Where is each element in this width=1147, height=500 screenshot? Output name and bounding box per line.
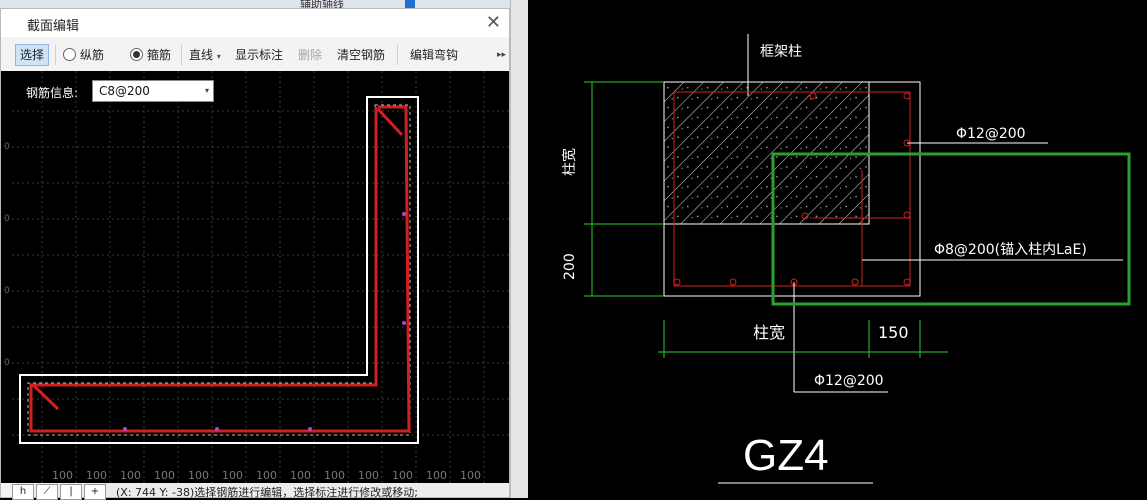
column-label: 框架柱 [760,44,802,60]
longitudinal-radio[interactable]: 纵筋 [63,45,104,65]
canvas-grid [12,71,509,483]
grid-tick-label: 100 [392,469,413,482]
overflow-chevron-icon[interactable]: ▸▸ [497,50,507,60]
grid-tick-label: 100 [290,469,311,482]
ruler-tick: 0 [4,214,10,224]
stirrup-hook[interactable] [376,107,404,137]
vertical-dimension [584,81,664,297]
window-divider [510,0,529,498]
stirrup-rebar[interactable] [29,105,411,433]
rebar-info-select[interactable]: C8@200 ▾ [92,80,214,102]
rebar-label-2: Φ8@200(锚入柱内LaE) [934,242,1087,258]
column-width-label: 柱宽 [753,323,785,342]
rebar-info-label: 钢筋信息: [26,86,79,100]
highlight-box [771,152,1131,306]
stirrup-hook[interactable] [31,383,60,411]
grid-tick-label: 100 [188,469,209,482]
stirrup-radio[interactable]: 箍筋 [130,45,171,65]
radio-off-icon [63,48,76,61]
select-button[interactable]: 选择 [15,44,50,66]
delete-button[interactable]: 删除 [298,48,323,62]
radio-on-icon [130,48,143,61]
ruler-tick: 0 [4,286,10,296]
cad-drawing: 框架柱 Φ12@200 Φ8@200(锚入柱内LaE) Φ12@200 柱宽 2… [561,34,1131,484]
grid-tick-label: 100 [86,469,107,482]
grid-axis-labels: 100 100 100 100 100 100 100 100 100 100 … [52,469,481,482]
close-icon[interactable]: ✕ [485,12,501,33]
dialog-titlebar: 截面编辑 ✕ [1,9,509,37]
dim-200-label: 200 [562,253,578,280]
grid-tick-label: 100 [120,469,141,482]
column-width-vertical-label: 柱宽 [561,148,578,176]
grid-tick-label: 100 [256,469,277,482]
chevron-down-icon: ▾ [204,86,209,95]
section-canvas[interactable]: 100 100 100 100 100 100 100 100 100 100 … [12,71,509,483]
cad-drawing-viewport[interactable]: 框架柱 Φ12@200 Φ8@200(锚入柱内LaE) Φ12@200 柱宽 2… [528,0,1147,498]
grid-tick-label: 100 [52,469,73,482]
horizontal-dimension [658,320,948,358]
dialog-title: 截面编辑 [27,19,80,34]
toolbar: 选择 纵筋 箍筋 直线 ▾ 显示标注 删除 清空钢筋 编辑弯钩 ▸▸ [1,37,509,71]
rebar-points[interactable] [673,92,911,286]
show-labels-button[interactable]: 显示标注 [235,48,284,62]
grid-tick-label: 100 [460,469,481,482]
stirrup-label: 箍筋 [147,48,172,62]
rebar-lines[interactable] [673,91,911,287]
section-drawing: 100 100 100 100 100 100 100 100 100 100 … [12,71,509,483]
longitudinal-rebar-points[interactable] [123,212,406,431]
ruler-tick: 0 [4,142,10,152]
grid-tick-label: 100 [154,469,175,482]
toolbar-separator [397,45,398,65]
grid-tick-label: 100 [222,469,243,482]
section-outline[interactable] [19,96,419,444]
background-panel-strip: 辅助轴线 [0,0,528,11]
grid-tick-label: 100 [426,469,447,482]
longitudinal-label: 纵筋 [80,48,105,62]
status-bar: h ⟋ | + (X: 744 Y: -38)选择钢筋进行编辑，选择标注进行修改… [12,483,509,500]
toolbar-separator [181,45,182,65]
grid-tick-label: 100 [324,469,345,482]
aux-axis-checkbox[interactable] [405,0,415,8]
rebar-label-3: Φ12@200 [814,373,884,389]
ruler-tick: 0 [4,358,10,368]
dropdown-arrow-icon: ▾ [216,52,221,61]
status-text: (X: 744 Y: -38)选择钢筋进行编辑，选择标注进行修改或移动; [116,486,418,499]
line-dropdown[interactable]: 直线 ▾ [189,45,221,65]
aux-axis-label: 辅助轴线 [300,0,344,11]
rebar-label-1: Φ12@200 [956,126,1026,142]
element-name: GZ4 [743,431,829,480]
clear-rebar-button[interactable]: 清空钢筋 [337,48,386,62]
dim-150-label: 150 [878,323,909,342]
rebar-info-value: C8@200 [99,84,150,98]
grid-tick-label: 100 [358,469,379,482]
toolbar-separator [55,45,56,65]
line-label: 直线 [189,48,214,62]
section-edit-dialog: 截面编辑 ✕ 选择 纵筋 箍筋 直线 ▾ 显示标注 删除 清空钢筋 编辑弯钩 ▸… [0,8,510,500]
edit-hook-button[interactable]: 编辑弯钩 [410,48,459,62]
